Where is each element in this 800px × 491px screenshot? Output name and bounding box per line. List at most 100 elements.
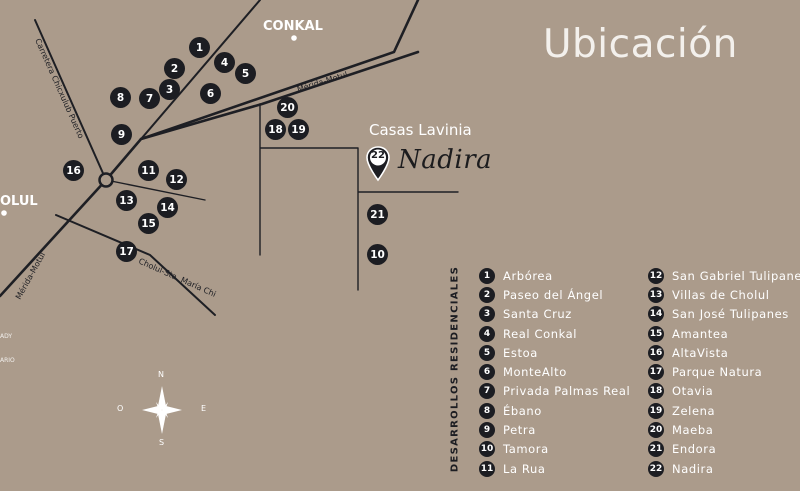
compass-rose-icon bbox=[142, 386, 182, 434]
pin-number: 22 bbox=[371, 150, 385, 161]
legend-number: 3 bbox=[479, 306, 495, 323]
project-prefix: Casas bbox=[369, 121, 414, 139]
legend-label: Santa Cruz bbox=[503, 307, 572, 322]
legend-number: 18 bbox=[648, 383, 664, 400]
legend-item: 15 Amantea bbox=[648, 324, 800, 343]
legend-label: San José Tulipanes bbox=[672, 307, 789, 322]
legend-item: 19 Zelena bbox=[648, 401, 800, 420]
legend-number: 21 bbox=[648, 441, 664, 458]
road-label-chicxulub: Carretera Chicxulub Puerto bbox=[33, 37, 85, 140]
road-label-cholul-santa-maria: Cholul-Sta. María Chi bbox=[137, 257, 217, 299]
legend-number: 17 bbox=[648, 364, 664, 381]
location-pin-icon bbox=[366, 146, 390, 182]
map-marker-4[interactable]: 4 bbox=[214, 52, 235, 73]
legend-label: MonteAlto bbox=[503, 365, 567, 380]
legend-number: 22 bbox=[648, 460, 664, 477]
legend-label: Arbórea bbox=[503, 268, 553, 283]
legend-item: 10 Tamora bbox=[479, 440, 630, 459]
road-cholul-santa-maria bbox=[55, 214, 216, 316]
map-marker-14[interactable]: 14 bbox=[157, 197, 178, 218]
legend-label: Parque Natura bbox=[672, 365, 763, 380]
map-marker-10[interactable]: 10 bbox=[367, 244, 388, 265]
compass-south: S bbox=[159, 438, 165, 447]
legend-number: 11 bbox=[479, 460, 495, 477]
road-conkal-junction bbox=[139, 0, 420, 141]
map-marker-21[interactable]: 21 bbox=[367, 204, 388, 225]
map-marker-2[interactable]: 2 bbox=[164, 58, 185, 79]
legend-label: AltaVista bbox=[672, 345, 729, 360]
legend-number: 19 bbox=[648, 402, 664, 419]
map-marker-3[interactable]: 3 bbox=[159, 79, 180, 100]
map-marker-19[interactable]: 19 bbox=[288, 119, 309, 140]
place-cholul-dot bbox=[1, 210, 7, 216]
legend-item: 5 Estoa bbox=[479, 343, 630, 362]
map-marker-17[interactable]: 17 bbox=[116, 241, 137, 262]
map-marker-20[interactable]: 20 bbox=[277, 97, 298, 118]
legend-label: Petra bbox=[503, 423, 536, 438]
legend-number: 16 bbox=[648, 344, 664, 361]
map-marker-13[interactable]: 13 bbox=[116, 190, 137, 211]
legend-number: 9 bbox=[479, 422, 495, 439]
legend-label: Nadira bbox=[672, 461, 714, 476]
map-marker-5[interactable]: 5 bbox=[235, 63, 256, 84]
compass-west: O bbox=[117, 404, 124, 413]
road-local-grid bbox=[259, 103, 459, 291]
page-title: Ubicación bbox=[543, 22, 738, 67]
map-marker-8[interactable]: 8 bbox=[110, 87, 131, 108]
legend-label: Otavia bbox=[672, 384, 714, 399]
project-heading: Casas Lavinia bbox=[369, 121, 472, 139]
legend-number: 4 bbox=[479, 325, 495, 342]
map-marker-11[interactable]: 11 bbox=[138, 160, 159, 181]
road-ne-junction bbox=[105, 0, 261, 181]
legend-item: 3 Santa Cruz bbox=[479, 305, 630, 324]
legend-label: Amantea bbox=[672, 326, 729, 341]
legend-label: Estoa bbox=[503, 345, 538, 360]
legend-item: 18 Otavia bbox=[648, 382, 800, 401]
place-conkal: CONKAL bbox=[263, 19, 323, 34]
legend-item: 8 Ébano bbox=[479, 401, 630, 420]
legend-number: 12 bbox=[648, 267, 664, 284]
legend-number: 1 bbox=[479, 267, 495, 284]
legend-number: 15 bbox=[648, 325, 664, 342]
legend-heading-text: DESARROLLOS RESIDENCIALES bbox=[449, 265, 461, 473]
place-cholul: OLUL bbox=[0, 194, 38, 209]
place-faint-2: ARIO bbox=[0, 357, 15, 364]
legend-number: 6 bbox=[479, 364, 495, 381]
map-marker-18[interactable]: 18 bbox=[265, 119, 286, 140]
legend-label: Maeba bbox=[672, 423, 714, 438]
legend-heading: DESARROLLOS RESIDENCIALES bbox=[447, 262, 463, 476]
legend-number: 5 bbox=[479, 344, 495, 361]
place-conkal-dot bbox=[291, 35, 297, 41]
legend-label: Zelena bbox=[672, 403, 716, 418]
legend-item: 22 Nadira bbox=[648, 459, 800, 478]
map-marker-16[interactable]: 16 bbox=[63, 160, 84, 181]
road-chicxulub bbox=[34, 19, 107, 181]
legend-item: 4 Real Conkal bbox=[479, 324, 630, 343]
compass-north: N bbox=[158, 370, 164, 379]
compass: N S E O bbox=[112, 366, 212, 456]
map-marker-15[interactable]: 15 bbox=[138, 213, 159, 234]
legend-number: 8 bbox=[479, 402, 495, 419]
map-marker-1[interactable]: 1 bbox=[189, 37, 210, 58]
road-east-junction bbox=[105, 179, 206, 201]
legend-label: Ébano bbox=[503, 403, 542, 418]
legend-number: 10 bbox=[479, 441, 495, 458]
legend-item: 16 AltaVista bbox=[648, 343, 800, 362]
legend-number: 14 bbox=[648, 306, 664, 323]
map-marker-7[interactable]: 7 bbox=[139, 88, 160, 109]
legend-label: Privada Palmas Real bbox=[503, 384, 631, 399]
map-marker-9[interactable]: 9 bbox=[111, 124, 132, 145]
legend-label: Real Conkal bbox=[503, 326, 578, 341]
road-label-merida-motul-east: Mérida-Motul bbox=[296, 69, 349, 94]
map-marker-12[interactable]: 12 bbox=[166, 169, 187, 190]
map-marker-6[interactable]: 6 bbox=[200, 83, 221, 104]
legend-label: Tamora bbox=[503, 442, 549, 457]
